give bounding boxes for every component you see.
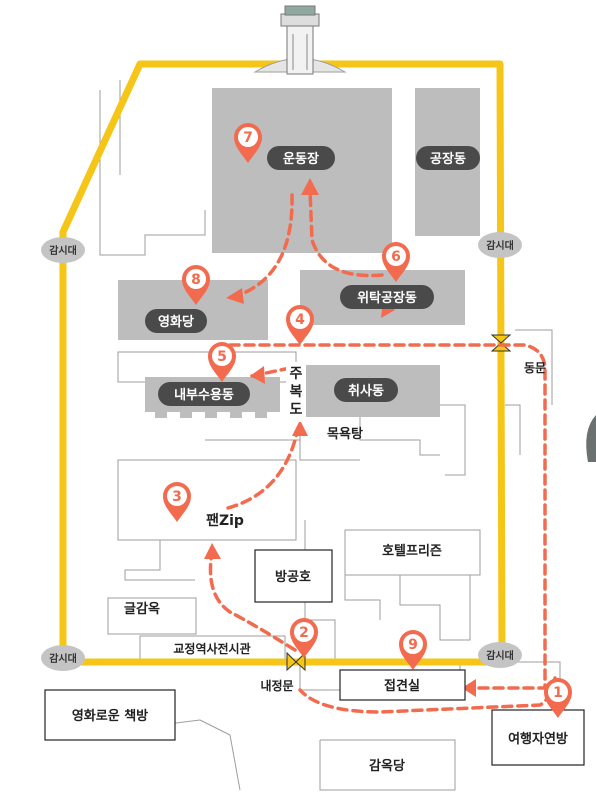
svg-text:내부수용동: 내부수용동 [174,387,234,403]
pill-cinema: 영화당 [145,309,207,333]
guard-post-icon: 감시대 [41,237,85,263]
svg-text:9: 9 [408,637,418,653]
svg-text:8: 8 [191,272,201,288]
label-east-gate: 동문 [524,361,546,375]
svg-text:여행자연방: 여행자연방 [508,731,568,747]
pill-labels: 운동장 공장동 위탁공장동 영화당 내부수용동 취사동 [145,146,480,406]
internal-ward-tabs [155,410,267,418]
svg-text:방공호: 방공호 [275,569,311,585]
east-gate-icon [490,334,512,352]
exercise-yard-building [212,88,392,253]
svg-text:5: 5 [217,349,227,365]
svg-text:7: 7 [243,130,253,146]
svg-text:감시대: 감시대 [49,244,77,257]
pill-internal-ward: 내부수용동 [158,382,250,406]
marker-4: 4 [286,305,314,345]
buildings [118,88,480,417]
svg-text:주: 주 [290,366,303,382]
svg-text:영화로운 책방: 영화로운 책방 [72,708,148,724]
pill-factory: 공장동 [416,146,480,170]
marker-8: 8 [182,265,210,305]
pill-kitchen: 취사동 [334,378,398,402]
svg-text:1: 1 [553,685,563,701]
svg-text:영화당: 영화당 [158,314,194,330]
box-visiting-room: 접견실 [339,669,466,701]
guard-post-icon: 감시대 [478,642,522,668]
guard-post-icon: 감시대 [478,232,522,258]
label-hotel-prison: 호텔프리즌 [382,543,442,559]
marker-2: 2 [290,618,318,658]
marker-3: 3 [163,482,191,522]
label-panzip: 팬Zip [206,513,244,529]
svg-text:공장동: 공장동 [430,151,466,167]
svg-text:4: 4 [295,312,305,328]
perimeter-wall [59,60,506,666]
svg-text:도: 도 [290,402,303,418]
svg-text:운동장: 운동장 [283,151,319,167]
main-corridor-label: 주 복 도 [286,362,306,422]
pill-consigned-factory: 위탁공장동 [340,285,434,309]
label-writing-cell: 글감옥 [124,601,160,617]
label-museum: 교정역사전시관 [173,641,250,656]
inner-gate-icon [286,651,306,672]
edge-decoration [586,415,596,462]
boxed-labels: 방공호 접견실 영화로운 책방 여행자연방 [44,549,585,766]
svg-text:감시대: 감시대 [486,649,514,662]
box-book-room: 영화로운 책방 [44,689,176,741]
marker-9: 9 [399,630,427,670]
marker-1: 1 [544,678,572,718]
guard-posts: 감시대 감시대 감시대 감시대 [41,232,522,671]
svg-text:2: 2 [299,625,309,641]
marker-5: 5 [208,342,236,382]
pill-exercise-yard: 운동장 [267,146,335,170]
route-markers: 1 2 3 4 5 6 7 8 9 [163,123,572,718]
plain-labels: 목욕탕 팬Zip 호텔프리즌 글감옥 교정역사전시관 동문 내정문 감옥당 [124,361,546,774]
svg-text:3: 3 [172,489,182,505]
svg-text:복: 복 [290,384,303,400]
svg-text:위탁공장동: 위탁공장동 [357,290,417,306]
svg-text:취사동: 취사동 [348,383,384,399]
label-prison-hall: 감옥당 [369,758,405,774]
watchtower-icon [253,5,347,75]
svg-text:접견실: 접견실 [384,678,420,694]
svg-text:감시대: 감시대 [49,652,77,665]
box-shelter: 방공호 [254,549,333,603]
svg-text:감시대: 감시대 [486,239,514,252]
marker-6: 6 [382,242,410,282]
label-inner-gate: 내정문 [260,678,293,693]
guard-post-icon: 감시대 [41,645,85,671]
route-arrowheads [204,178,476,697]
label-bathhouse: 목욕탕 [327,426,363,442]
marker-7: 7 [234,123,262,163]
svg-text:6: 6 [391,249,401,265]
box-travel-room: 여행자연방 [491,709,585,766]
